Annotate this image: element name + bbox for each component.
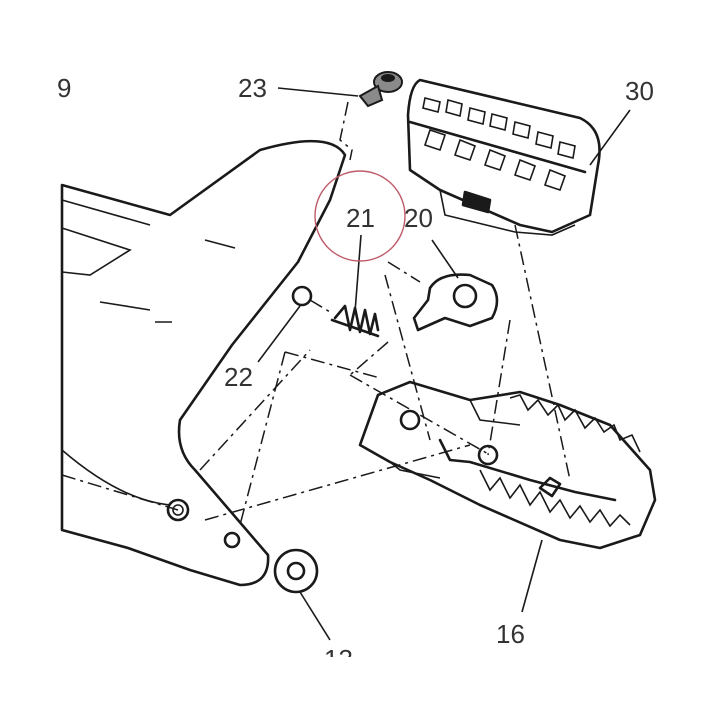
label-part-30: 30: [625, 76, 654, 106]
cam-plate: [412, 273, 499, 332]
label-part-16: 16: [496, 619, 525, 649]
pivot-bolt: [358, 71, 403, 108]
assembly-lines: [61, 101, 571, 526]
label-part-20: 20: [404, 203, 433, 233]
bottom-crop: [0, 657, 720, 720]
label-part-23: 23: [238, 73, 267, 103]
label-part-22: 22: [224, 362, 253, 392]
footpeg-bracket: [60, 139, 347, 587]
detent-ball: [291, 285, 313, 307]
rubber-footpeg-pad: [406, 78, 601, 236]
label-part-9: 9: [57, 73, 71, 103]
label-part-21: 21: [346, 203, 375, 233]
footpeg-body: [358, 380, 657, 550]
leader-lines: [257, 87, 631, 641]
washer: [273, 548, 319, 594]
highlight-circle: [314, 170, 406, 262]
return-spring: [330, 304, 380, 338]
